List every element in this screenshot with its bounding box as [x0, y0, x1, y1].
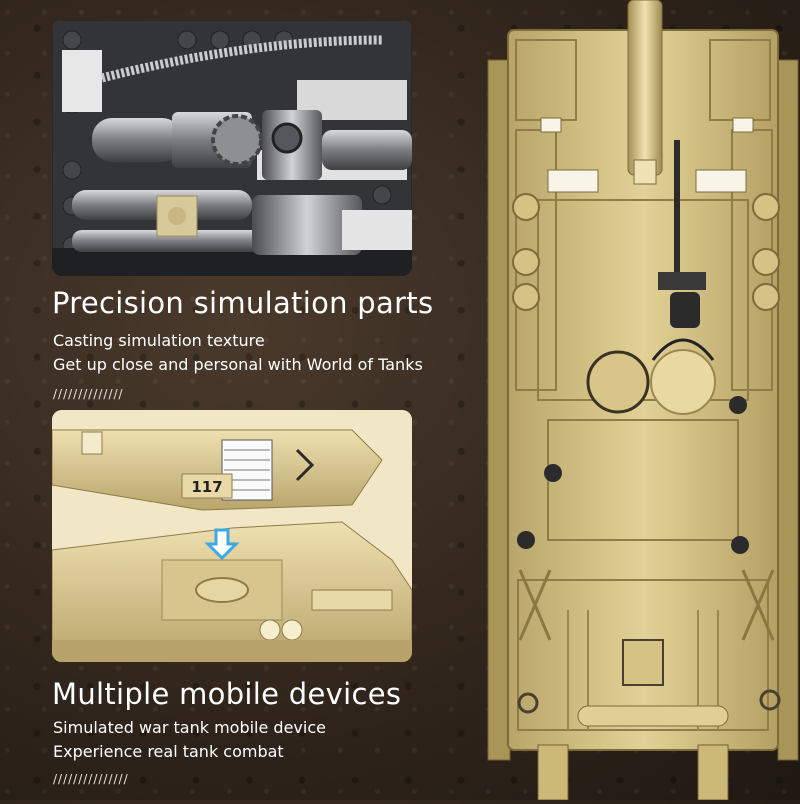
tank-top-view — [478, 0, 800, 801]
section-two-line-2: Experience real tank combat — [53, 742, 284, 761]
section-one-line-1: Casting simulation texture — [53, 331, 265, 350]
section-two-line-1: Simulated war tank mobile device — [53, 718, 326, 737]
section-one-divider: ////////////// — [53, 387, 124, 401]
hull-number-text: 117 — [191, 478, 222, 496]
down-arrow-icon — [204, 528, 240, 561]
section-two-divider: /////////////// — [53, 772, 129, 786]
section-one-line-2: Get up close and personal with World of … — [53, 355, 423, 374]
turret-mount-photo: 117 — [52, 410, 412, 662]
section-two-heading: Multiple mobile devices — [52, 677, 402, 711]
engine-parts-photo — [52, 20, 412, 276]
section-one-heading: Precision simulation parts — [52, 286, 434, 320]
